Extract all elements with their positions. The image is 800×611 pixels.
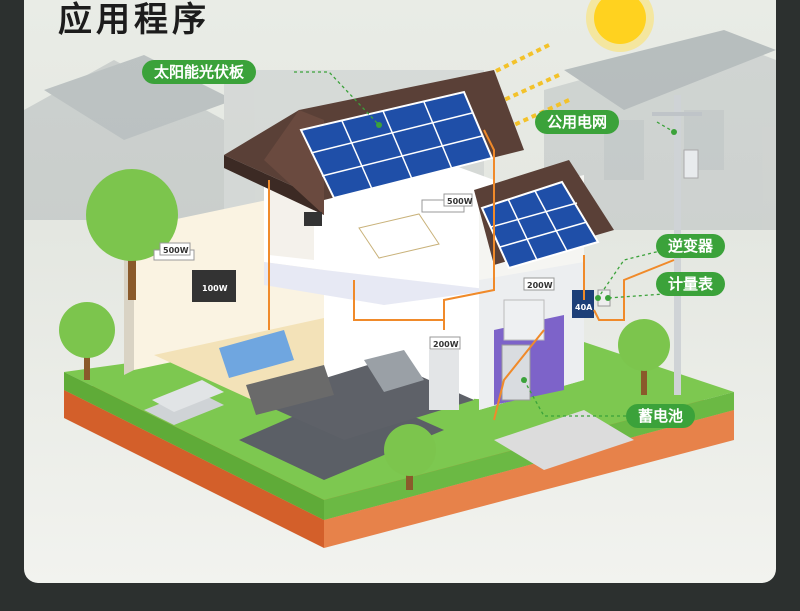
stove [364,350,424,392]
label-battery: 蓄电池 [626,404,696,428]
wattage-lower-ac: 500W [163,246,189,255]
wattage-upper-ac: 500W [447,197,473,206]
sofa [219,330,294,378]
meter-reading: 40A [575,303,593,312]
label-meter: 计量表 [656,272,726,296]
sun-icon [586,0,654,52]
label-utility-grid: 公用电网 [535,110,620,134]
wattage-tv: 100W [202,284,228,293]
kitchen-counter [246,365,334,415]
wattage-tags: 500W 500W 100W 200W 200W 40A [159,193,593,350]
washing-machines [503,299,545,341]
label-inverter: 逆变器 [656,234,726,258]
tree-right [618,319,670,395]
wattage-annex: 200W [527,281,553,290]
pathway [494,410,634,470]
diagram-card: 500W 500W 100W 200W 200W 40A 应用程序 太阳能光伏板… [24,0,776,583]
leader-dots [376,122,677,383]
bed [358,213,440,259]
refrigerator [429,350,459,410]
label-solar-panel: 太阳能光伏板 [142,60,257,84]
page-title: 应用程序 [58,0,210,40]
television [192,270,236,302]
tree-small-left [59,302,115,380]
front-steps [144,380,224,425]
wattage-fridge: 200W [433,340,459,349]
tree-left [86,169,178,300]
monitor [304,212,322,226]
annex-solar-panel [480,180,600,270]
main-solar-panel [299,90,494,200]
tree-front [384,424,436,490]
house-illustration: 500W 500W 100W 200W 200W 40A [24,0,776,548]
wiring [268,129,675,421]
inverter-box [572,290,594,318]
